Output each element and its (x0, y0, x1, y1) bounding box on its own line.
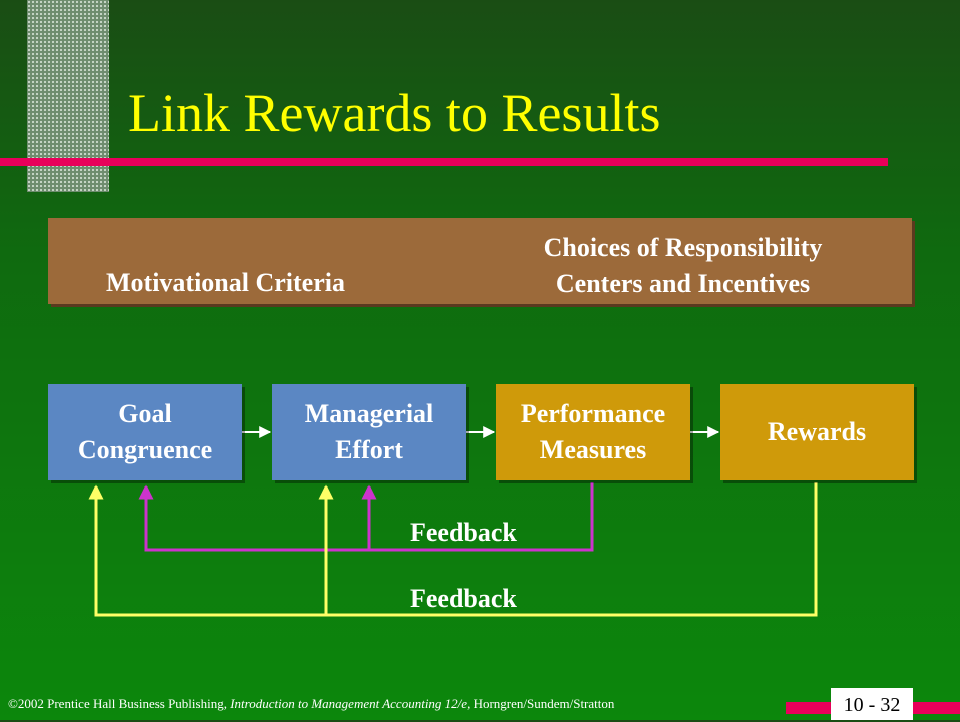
page-number: 10 - 32 (831, 688, 913, 720)
feedback-label-lower: Feedback (410, 584, 517, 613)
footer-prefix: ©2002 Prentice Hall Business Publishing, (8, 696, 231, 711)
responsibility-centers-line1: Choices of Responsibility (543, 233, 823, 262)
footer-authors: Horngren/Sundem/Stratton (470, 696, 615, 711)
managerial-effort-box: Managerial Effort (272, 384, 466, 480)
goal-congruence-line2: Congruence (77, 435, 213, 464)
responsibility-centers-label: Choices of Responsibility Centers and In… (508, 230, 858, 302)
feedback-loop-yellow (88, 482, 818, 617)
rewards-label: Rewards (767, 417, 867, 446)
rewards-box: Rewards (720, 384, 914, 480)
managerial-effort-line2: Effort (335, 435, 403, 464)
performance-measures-box: Performance Measures (496, 384, 690, 480)
goal-congruence-box: Goal Congruence (48, 384, 242, 480)
footer-book-title: Introduction to Management Accounting 12… (230, 696, 471, 711)
criteria-banner: Motivational Criteria Choices of Respons… (48, 218, 912, 304)
feedback-label-upper: Feedback (410, 518, 517, 547)
responsibility-centers-line2: Centers and Incentives (555, 269, 811, 298)
performance-measures-line1: Performance (520, 399, 666, 428)
slide-title: Link Rewards to Results (128, 83, 661, 143)
goal-congruence-line1: Goal (118, 399, 172, 428)
copyright-footer: ©2002 Prentice Hall Business Publishing,… (8, 696, 614, 712)
motivational-criteria-label: Motivational Criteria (106, 268, 345, 297)
performance-measures-line2: Measures (539, 435, 647, 464)
managerial-effort-line1: Managerial (304, 399, 434, 428)
title-underline-rule (0, 158, 888, 166)
